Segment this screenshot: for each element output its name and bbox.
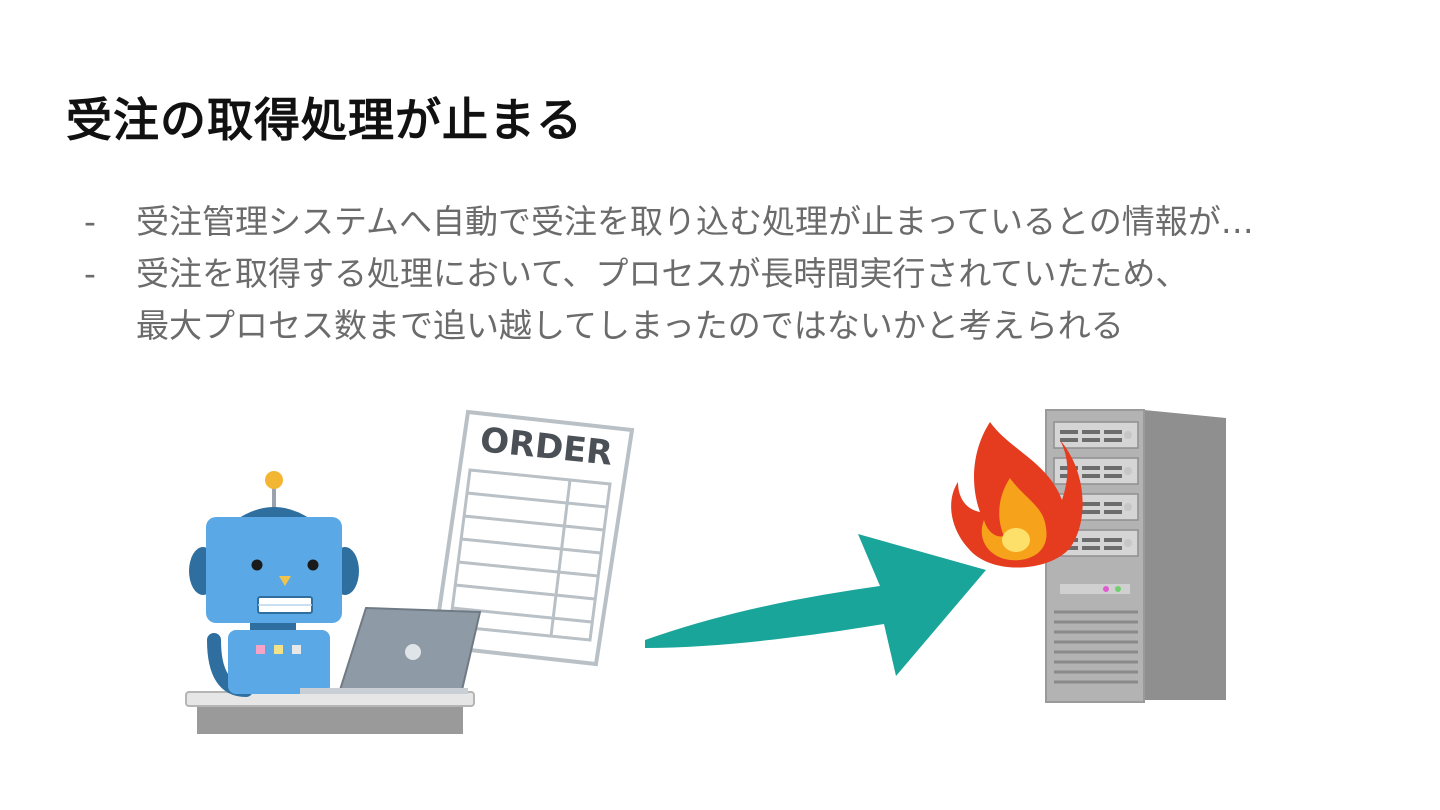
bullet-text: 受注管理システムへ自動で受注を取り込む処理が止まっているとの情報が… (136, 202, 1254, 241)
robot-icon (189, 471, 359, 697)
bullet-text: 最大プロセス数まで追い越してしまったのではないかと考えられる (136, 306, 1124, 345)
bullet-item: - 受注を取得する処理において、プロセスが長時間実行されていたため、 最大プロセ… (84, 248, 1254, 352)
order-document-icon: ORDER (431, 409, 635, 667)
bullet-marker: - (84, 202, 96, 241)
bullet-list: - 受注管理システムへ自動で受注を取り込む処理が止まっているとの情報が… - 受… (84, 196, 1254, 352)
bullet-marker: - (84, 254, 96, 293)
bullet-item: - 受注管理システムへ自動で受注を取り込む処理が止まっているとの情報が… (84, 196, 1254, 248)
arrow-icon (645, 534, 986, 676)
server-icon (1045, 409, 1226, 703)
laptop-icon (300, 606, 482, 694)
desk (185, 691, 475, 734)
fire-icon (951, 422, 1083, 568)
slide-title: 受注の取得処理が止まる (66, 93, 583, 147)
bullet-text: 受注を取得する処理において、プロセスが長時間実行されていたため、 (136, 254, 1189, 293)
